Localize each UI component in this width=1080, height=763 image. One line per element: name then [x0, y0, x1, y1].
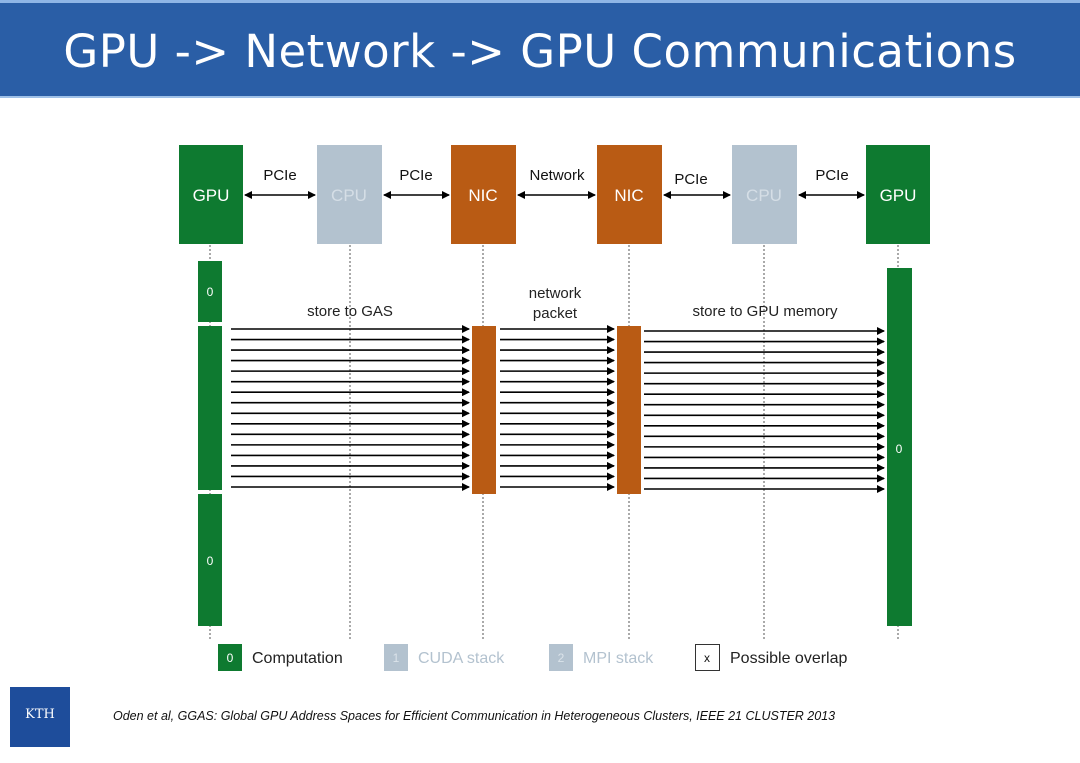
label-network-line2: packet [533, 305, 578, 322]
logo-text: KTH [25, 707, 55, 722]
svg-text:Computation: Computation [252, 650, 343, 667]
svg-text:0: 0 [896, 442, 903, 456]
nic-left-activation [472, 326, 496, 494]
svg-text:2: 2 [558, 651, 565, 665]
gpu-left-block-3: 0 [198, 494, 222, 626]
legend-cuda-stack: 1 CUDA stack [384, 644, 505, 671]
gpu-right-block: 0 [887, 268, 912, 626]
svg-text:GPU: GPU [193, 186, 230, 205]
svg-text:x: x [704, 651, 710, 665]
svg-text:GPU: GPU [880, 186, 917, 205]
svg-text:0: 0 [207, 554, 214, 568]
svg-text:0: 0 [207, 285, 214, 299]
slide-title: GPU -> Network -> GPU Communications [63, 25, 1017, 78]
legend: 0 Computation 1 CUDA stack 2 MPI stack x… [218, 644, 848, 671]
gpu-left-block-2 [198, 326, 222, 490]
node-gpu-right: GPU [866, 145, 930, 244]
kth-logo: KTH [10, 687, 70, 747]
svg-text:CPU: CPU [331, 186, 367, 205]
svg-text:CUDA stack: CUDA stack [418, 650, 505, 667]
node-nic-right: NIC [597, 145, 662, 244]
legend-mpi-stack: 2 MPI stack [549, 644, 654, 671]
legend-possible-overlap: x Possible overlap [695, 644, 848, 671]
link-label-4: PCIe [674, 171, 707, 188]
legend-computation: 0 Computation [218, 644, 343, 671]
svg-text:NIC: NIC [614, 186, 643, 205]
citation: Oden et al, GGAS: Global GPU Address Spa… [113, 709, 836, 723]
gpu-left-block-1: 0 [198, 261, 222, 322]
svg-text:NIC: NIC [468, 186, 497, 205]
store-to-gas-arrows [231, 325, 470, 491]
link-label-2: PCIe [399, 167, 432, 184]
link-label-5: PCIe [815, 167, 848, 184]
svg-text:MPI stack: MPI stack [583, 650, 654, 667]
nic-right-activation [617, 326, 641, 494]
svg-text:0: 0 [227, 651, 234, 665]
label-store-to-gpu: store to GPU memory [692, 303, 838, 320]
title-divider [0, 96, 1080, 98]
network-packet-arrows [500, 325, 615, 491]
svg-text:Possible overlap: Possible overlap [730, 650, 848, 667]
link-label-1: PCIe [263, 167, 296, 184]
label-network-line1: network [529, 285, 582, 302]
node-cpu-right: CPU [732, 145, 797, 244]
node-nic-left: NIC [451, 145, 516, 244]
svg-text:CPU: CPU [746, 186, 782, 205]
node-gpu-left: GPU [179, 145, 243, 244]
node-cpu-left: CPU [317, 145, 382, 244]
label-store-to-gas: store to GAS [307, 303, 393, 320]
svg-text:1: 1 [393, 651, 400, 665]
link-label-3: Network [529, 167, 585, 184]
store-to-gpu-arrows [644, 327, 885, 493]
title-bar: GPU -> Network -> GPU Communications [0, 0, 1080, 98]
